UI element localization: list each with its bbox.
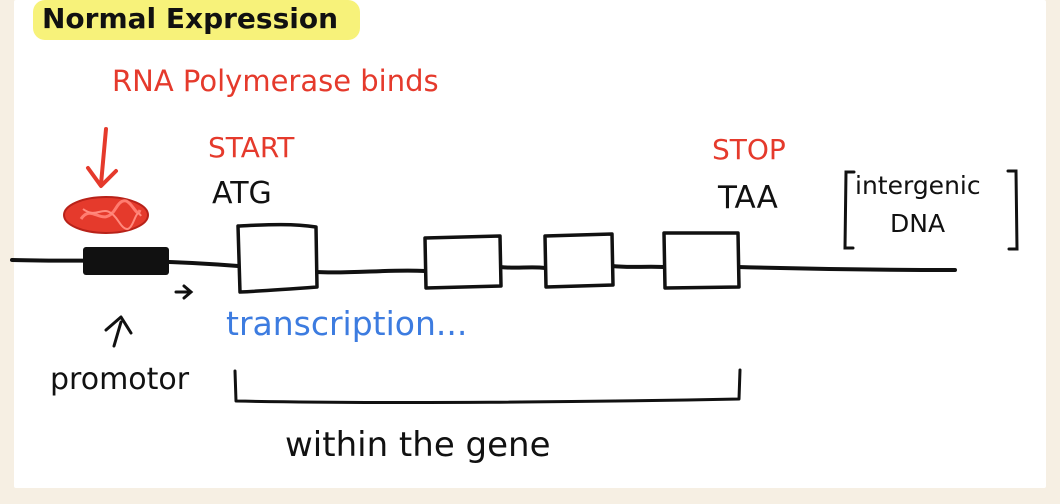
- intergenic-label-line1: intergenic: [855, 171, 981, 200]
- diagram-canvas: [14, 0, 1046, 488]
- promotor-label: promotor: [50, 362, 190, 397]
- small-arrow-icon: [174, 284, 194, 300]
- up-arrow-icon: [104, 315, 133, 348]
- exon-box-3: [543, 232, 615, 289]
- rna-polymerase-icon: [63, 196, 149, 234]
- exon-box-2: [423, 234, 503, 290]
- exon-boxes: [236, 222, 741, 294]
- stop-codon-label: TAA: [717, 180, 778, 216]
- transcription-label: transcription...: [226, 304, 467, 343]
- within-gene-label: within the gene: [285, 425, 551, 465]
- gene-bracket: [233, 368, 742, 404]
- down-arrow-icon: [86, 127, 118, 188]
- exon-box-4: [662, 231, 741, 290]
- dna-strand: [10, 258, 957, 275]
- promoter-region: [83, 247, 169, 275]
- stop-label: STOP: [712, 133, 786, 166]
- exon-box-1: [236, 222, 319, 294]
- intergenic-bracket: [843, 169, 1019, 251]
- title-highlight: [33, 0, 360, 40]
- start-codon-label: ATG: [212, 176, 272, 211]
- rna-polymerase-label: RNA Polymerase binds: [112, 64, 439, 98]
- intergenic-label-line2: DNA: [890, 209, 945, 238]
- start-label: START: [208, 131, 295, 164]
- diagram-title: Normal Expression: [42, 2, 338, 35]
